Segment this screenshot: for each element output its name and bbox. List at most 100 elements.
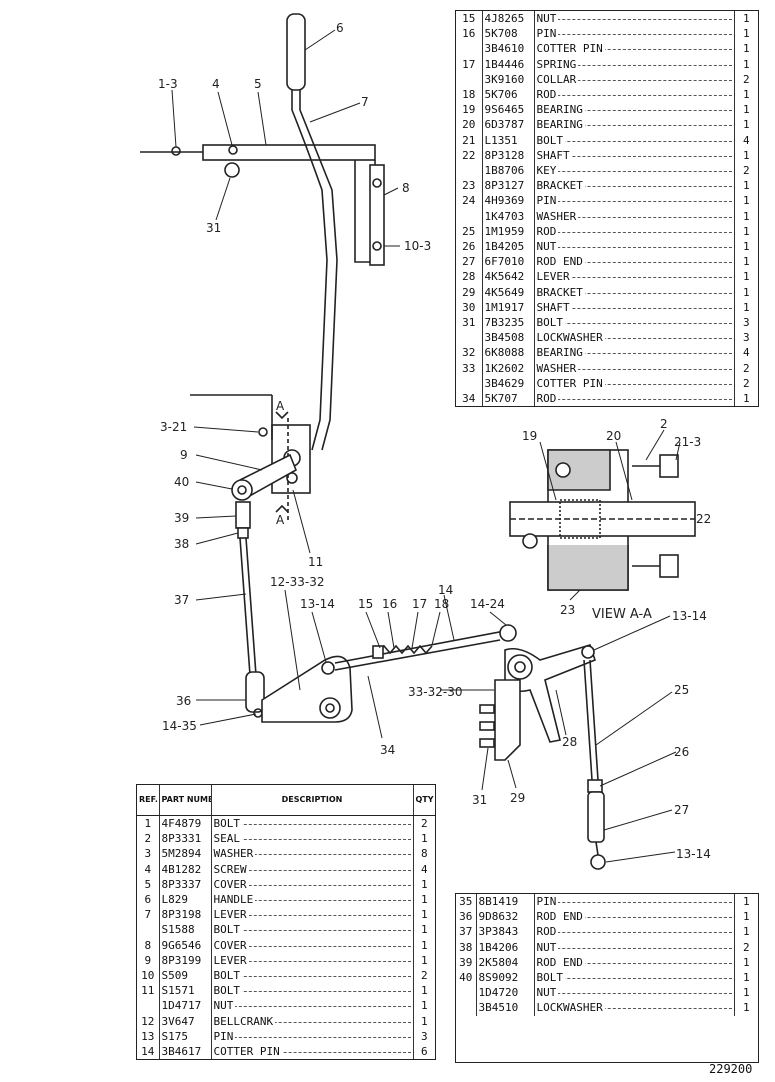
ref-cell: 1 (144, 817, 152, 830)
ref-cell (456, 72, 482, 87)
description-cell: BEARING (533, 102, 734, 118)
description-cell: COTTER PIN (210, 1044, 413, 1060)
callout-23: 23 (560, 603, 575, 617)
description-cell: COLLAR (533, 71, 734, 88)
part-number-cell: S1571 (158, 983, 211, 999)
callout-13-14-c: 13-14 (676, 847, 711, 861)
callout-12-33-32: 12-33-32 (270, 575, 324, 589)
callout-10-3: 10-3 (404, 239, 431, 253)
callout-14-35: 14-35 (162, 719, 197, 733)
qty-cell: 1 (733, 391, 758, 407)
description-text: BRACKET (536, 285, 585, 299)
ref-cell: 16 (462, 27, 476, 41)
qty-cell: 1 (733, 56, 758, 72)
part-number-cell: 9D8632 (475, 909, 534, 925)
description-text: BOLT (536, 133, 565, 147)
part-number-cell: 3V647 (158, 1013, 211, 1029)
callout-15: 15 (358, 597, 373, 611)
ref-cell (456, 1000, 476, 1015)
ref-cell: 38 (459, 940, 473, 954)
ref-cell: 39 (459, 955, 473, 969)
part-number-cell: S1588 (158, 922, 211, 938)
description-cell: BOLT (533, 315, 734, 331)
callout-40: 40 (174, 475, 189, 489)
qty-cell: 3 (733, 315, 758, 331)
part-number-cell: 1B4206 (475, 939, 534, 955)
callout-34: 34 (380, 743, 395, 757)
part-number-cell: 8P3199 (158, 952, 211, 969)
ref-cell: 15 (462, 12, 476, 25)
qty-cell: 2 (733, 163, 758, 179)
description-cell: LOCKWASHER (533, 330, 734, 346)
qty-cell: 2 (733, 71, 758, 88)
description-cell: KEY (533, 163, 734, 179)
part-number-cell: 8P3198 (158, 907, 211, 923)
ref-cell: 33 (462, 361, 476, 375)
description-text: NUT (536, 986, 559, 1000)
part-number-cell: S175 (158, 1028, 211, 1045)
part-number-cell: 3B4617 (158, 1044, 211, 1060)
part-number-cell: 6F7010 (481, 254, 534, 270)
qty-cell: 1 (733, 970, 758, 986)
part-number-cell: 7B3235 (481, 315, 534, 331)
description-text: BELLCRANK (213, 1014, 276, 1028)
part-number-cell: 8B1419 (475, 894, 534, 910)
description-cell: ROD END (533, 254, 734, 270)
description-cell: LEVER (210, 907, 413, 923)
ref-cell: 8 (144, 938, 152, 952)
ref-cell: 3 (144, 847, 152, 861)
qty-cell: 1 (733, 26, 758, 42)
description-text: LOCKWASHER (536, 331, 605, 345)
qty-cell: 4 (733, 132, 758, 148)
ref-cell (456, 163, 482, 178)
part-number-cell: 4H9369 (481, 193, 534, 209)
part-number-cell: 3K9160 (481, 71, 534, 88)
description-cell: COVER (210, 937, 413, 953)
description-cell: BEARING (533, 117, 734, 133)
qty-cell: 1 (412, 907, 435, 923)
callout-38: 38 (174, 537, 189, 551)
description-cell: BOLT (210, 968, 413, 984)
part-number-cell: 3B4629 (481, 375, 534, 392)
description-text: SEAL (213, 832, 242, 846)
description-cell: PIN (533, 894, 734, 910)
part-number-cell: 5K708 (481, 26, 534, 42)
description-cell: WASHER (533, 208, 734, 224)
callout-13-14-b: 13-14 (672, 609, 707, 623)
cover-plate (202, 144, 376, 161)
description-text: KEY (536, 164, 559, 178)
ref-cell: 19 (462, 103, 476, 117)
control-lever (291, 90, 338, 451)
description-cell: ROD (533, 223, 734, 240)
description-cell: NUT (533, 239, 734, 255)
part-number-cell: 9G6546 (158, 937, 211, 953)
header-qty: QTY (412, 785, 435, 816)
qty-cell: 1 (733, 178, 758, 194)
ref-cell: 5 (144, 877, 152, 891)
ref-cell: 14 (141, 1045, 155, 1059)
callout-33-32-30: 33-32-30 (408, 685, 462, 699)
description-cell: ROD (533, 391, 734, 407)
qty-cell: 4 (733, 345, 758, 361)
ref-cell: 22 (462, 148, 476, 162)
description-cell: BOLT (210, 922, 413, 938)
description-text: BOLT (213, 817, 242, 830)
description-text: COTTER PIN (536, 42, 605, 56)
ref-cell: 30 (462, 300, 476, 314)
